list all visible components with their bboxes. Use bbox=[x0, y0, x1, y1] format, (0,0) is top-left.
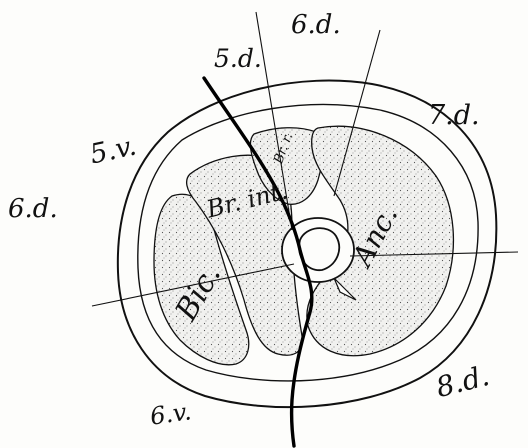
label-6v: 6.v. bbox=[149, 399, 193, 429]
label-7d: 7.d. bbox=[428, 102, 480, 129]
label-6d-top: 6.d. bbox=[291, 12, 341, 38]
label-5d: 5.d. bbox=[214, 46, 262, 71]
label-6d-left: 6.d. bbox=[8, 196, 58, 222]
